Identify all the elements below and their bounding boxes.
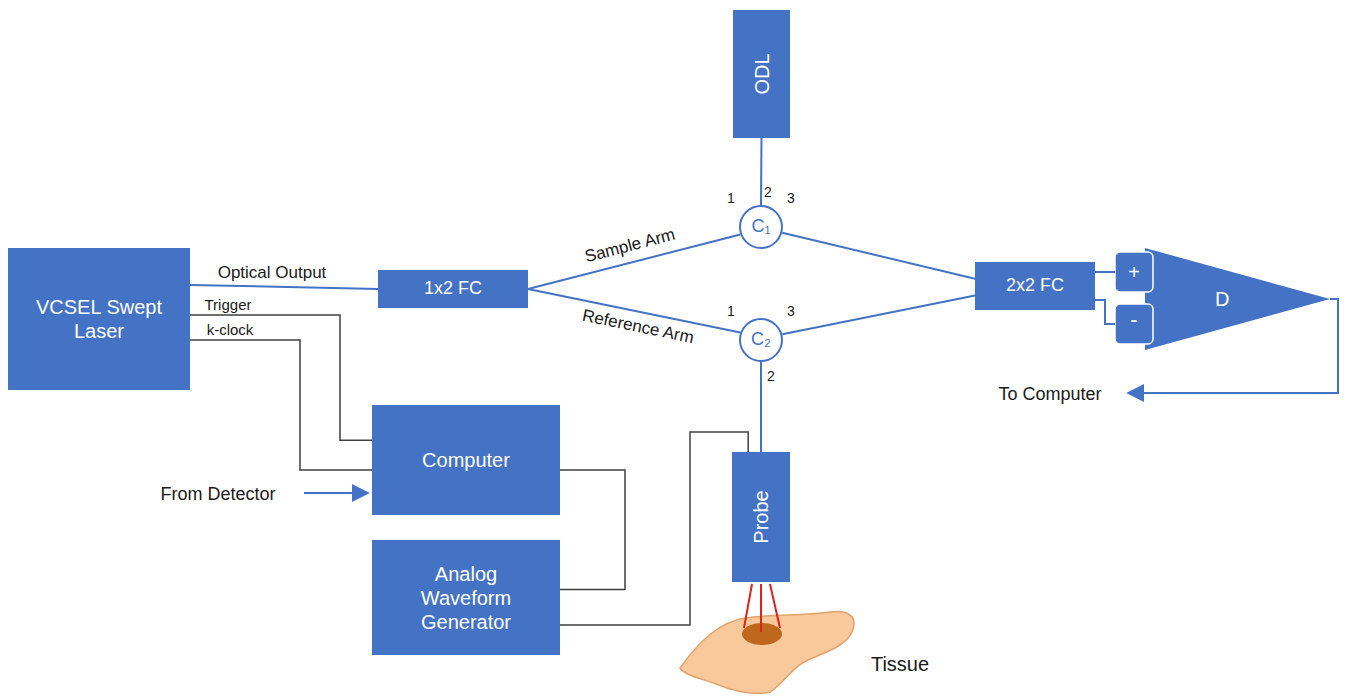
port-number: 3 (787, 303, 795, 319)
fiber-connector (782, 296, 975, 335)
edge-label: Sample Arm (583, 225, 678, 267)
beam (760, 584, 762, 632)
tissue-label: Tissue (871, 653, 929, 676)
fiber-connector (760, 362, 762, 452)
node-label: Probe (749, 490, 773, 543)
generator-box: Analog Waveform Generator (372, 540, 560, 655)
port-number: 2 (764, 184, 772, 200)
signal-wire (560, 432, 748, 625)
signal-wire (190, 340, 372, 470)
fiber-connector (1095, 300, 1115, 324)
coupler-box: 1x2 FC (378, 270, 528, 308)
beam (744, 584, 752, 628)
fiber-connector (782, 233, 975, 279)
signal-wire (190, 315, 372, 440)
node-label: C₂ (751, 329, 771, 351)
edge-label: Optical Output (218, 263, 327, 283)
port-number: 1 (727, 190, 735, 206)
signal-wire (560, 470, 625, 590)
port-number: 2 (767, 368, 775, 384)
fiber-connector (760, 138, 763, 205)
port-number: 3 (787, 190, 795, 206)
laser-box: VCSEL Swept Laser (8, 248, 190, 390)
coupler-box: 2x2 FC (975, 262, 1095, 310)
delay-line-box: ODL (733, 10, 790, 138)
port-number: 1 (727, 303, 735, 319)
edge-label: Reference Arm (580, 306, 695, 348)
edge-label: Trigger (205, 296, 252, 313)
computer-box: Computer (372, 405, 560, 515)
tissue-shape (680, 611, 854, 693)
edge-label: k-clock (207, 321, 254, 338)
output-label: To Computer (998, 384, 1101, 405)
node-label: Computer (422, 448, 510, 472)
input-label: From Detector (160, 484, 275, 505)
node-label: D (1215, 287, 1229, 311)
polarity-sign: - (1130, 307, 1137, 333)
beam (770, 584, 780, 628)
polarity-sign: + (1128, 261, 1140, 284)
node-label: ODL (750, 53, 774, 94)
node-label: C₁ (751, 216, 770, 238)
node-label: VCSEL Swept Laser (29, 295, 169, 343)
circulator: C₁ (739, 205, 783, 249)
probe-box: Probe (732, 452, 790, 582)
node-label: Analog Waveform Generator (401, 562, 531, 634)
node-label: 1x2 FC (424, 278, 482, 300)
fiber-connector (190, 285, 378, 289)
input-wire (304, 492, 368, 494)
detector-triangle: D (1115, 248, 1330, 350)
circulator: C₂ (739, 318, 783, 362)
fiber-connector (1095, 271, 1115, 273)
node-label: 2x2 FC (1006, 275, 1064, 297)
